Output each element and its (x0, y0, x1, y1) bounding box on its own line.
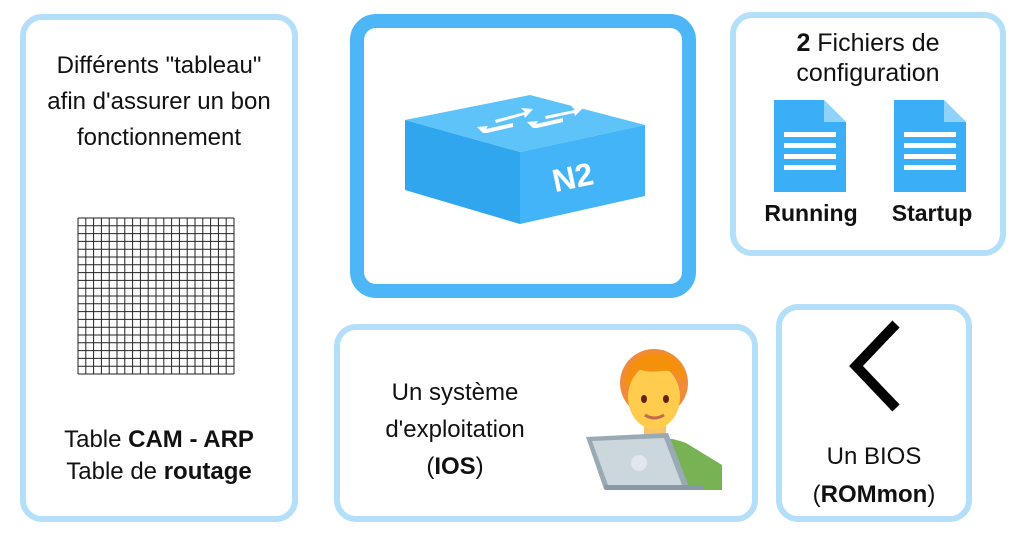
bios-text: Un BIOS (ROMmon) (782, 438, 966, 514)
config-title: 2 Fichiers de configuration (740, 28, 996, 88)
chevron-left-icon (849, 320, 900, 412)
os-line1: Un système (391, 379, 519, 406)
os-text: Un système d'exploitation (IOS) (360, 374, 550, 485)
os-paren-close: ) (475, 453, 484, 480)
config-title-rest: Fichiers de configuration (796, 29, 940, 87)
config-count: 2 (796, 29, 811, 57)
bios-card (776, 304, 972, 522)
bios-bold: ROMmon (820, 481, 928, 508)
document-icon (774, 100, 846, 192)
tables-heading: Différents "tableau" afin d'assurer un b… (47, 52, 271, 151)
bios-line1: Un BIOS (826, 443, 922, 470)
os-paren-open: ( (426, 453, 435, 480)
document-icon (894, 100, 966, 192)
os-bold: IOS (434, 453, 476, 480)
tables-list: Table CAM - ARP Table de routage (36, 424, 282, 488)
table-route-bold: routage (163, 458, 252, 485)
table-cam-bold: CAM - ARP (128, 426, 254, 453)
grid-icon (77, 217, 235, 375)
table-cam-prefix: Table (64, 426, 129, 453)
network-switch-icon: N2 (405, 95, 645, 224)
tables-card (20, 14, 298, 522)
bios-paren-open: ( (812, 481, 821, 508)
file-running-label: Running (764, 200, 858, 226)
os-line2: d'exploitation (385, 416, 525, 443)
switch-label: N2 (549, 155, 596, 199)
file-startup-label: Startup (891, 200, 973, 226)
bios-paren-close: ) (927, 481, 936, 508)
table-route-prefix: Table de (66, 458, 164, 485)
person-laptop-icon (586, 349, 722, 490)
